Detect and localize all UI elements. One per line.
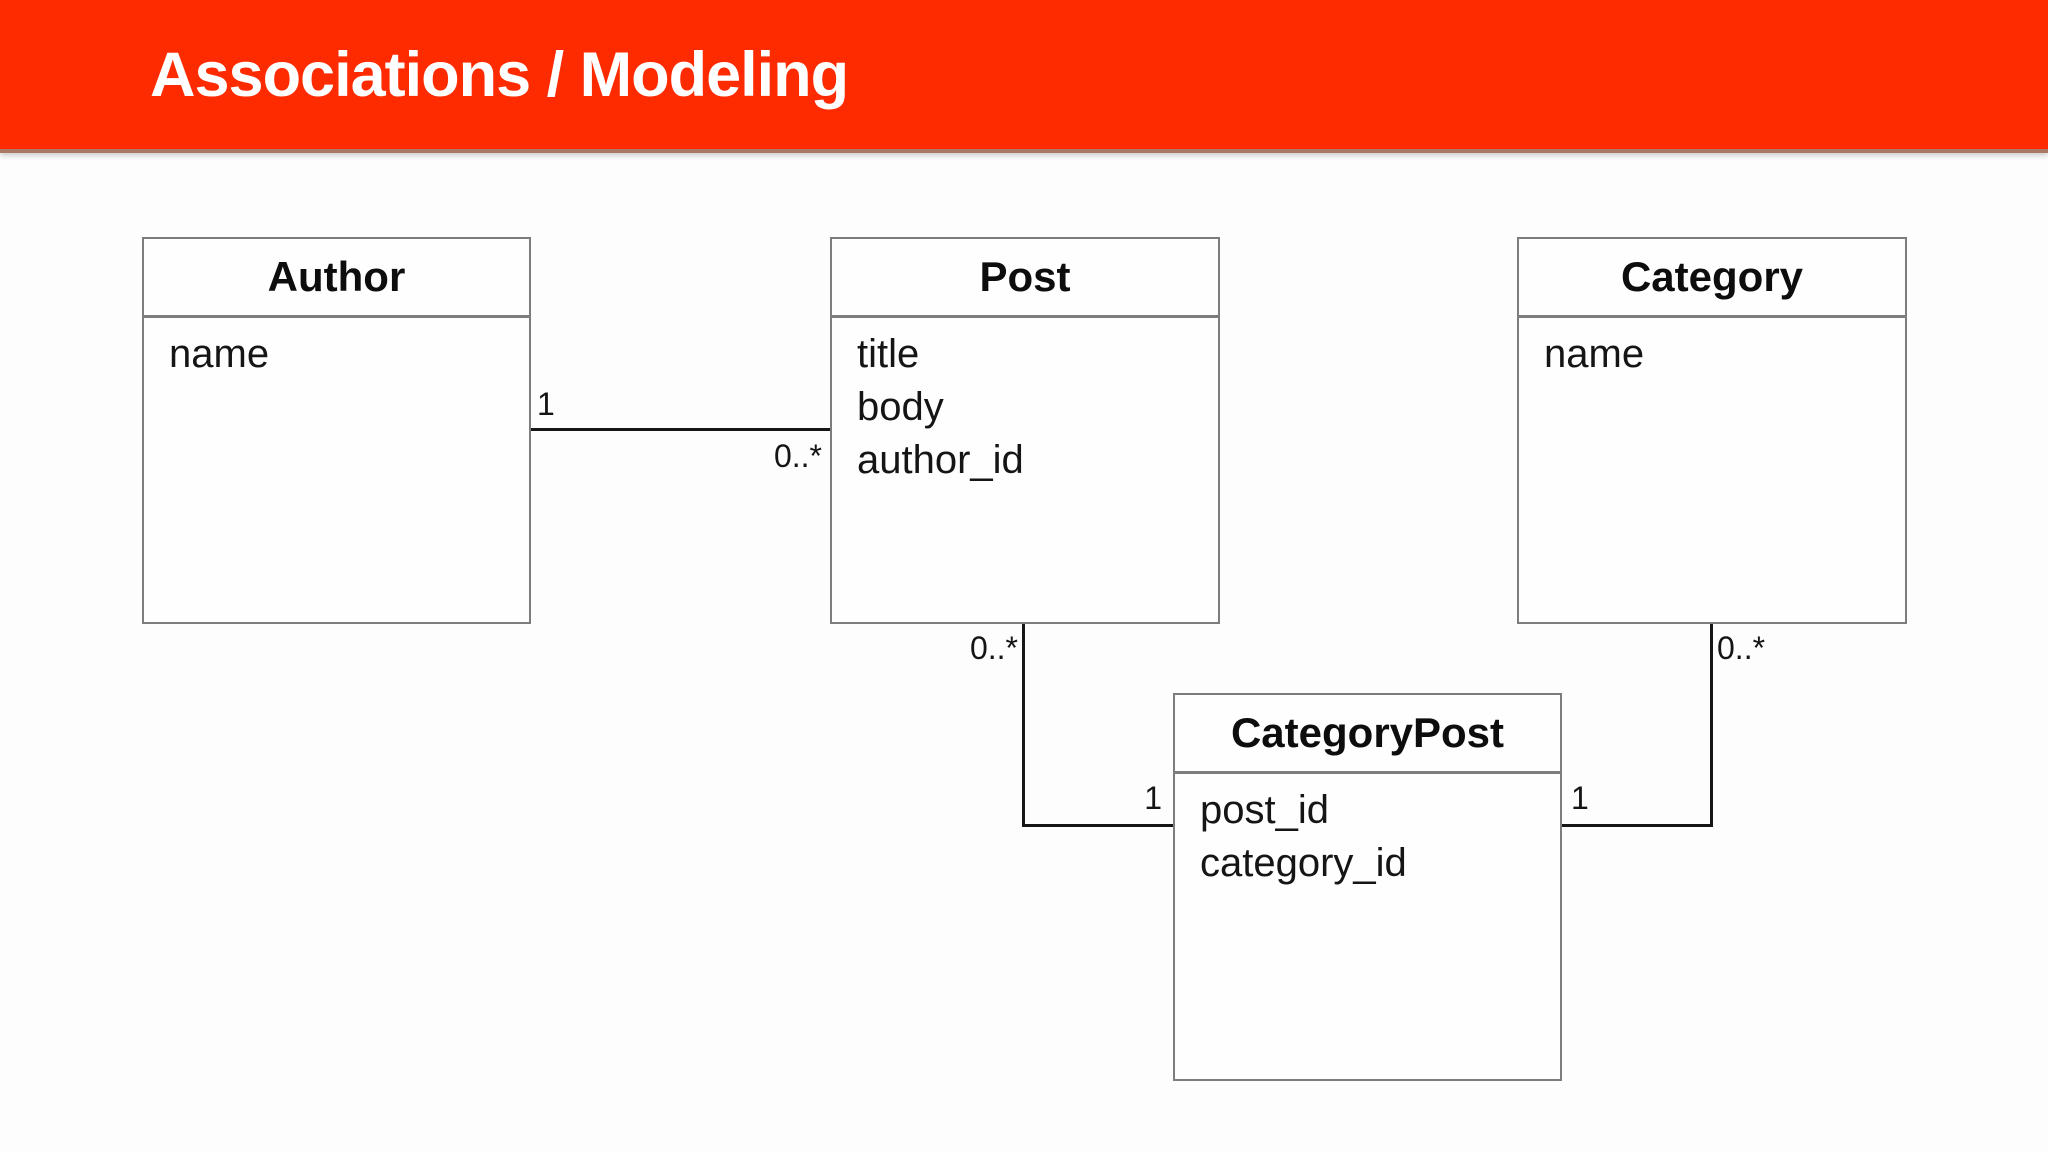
entity-post-title: Post [832, 239, 1218, 318]
association-line-category-categorypost-vertical [1710, 624, 1713, 827]
entity-author: Author name [142, 237, 531, 624]
multiplicity-categorypost-right-one: 1 [1571, 780, 1589, 816]
entity-categorypost-title: CategoryPost [1175, 695, 1560, 774]
association-line-author-post [531, 428, 830, 431]
attribute-body: body [857, 385, 944, 429]
entity-categorypost-attributes: post_id category_id [1175, 774, 1560, 890]
multiplicity-post-many: 0..* [773, 438, 822, 474]
slide-header: Associations / Modeling [0, 0, 2048, 153]
attribute-name: name [169, 332, 270, 376]
attribute-title: title [857, 332, 920, 376]
multiplicity-category-bottom-many: 0..* [1717, 630, 1766, 666]
attribute-post-id: post_id [1200, 788, 1329, 832]
entity-category-title: Category [1519, 239, 1905, 318]
association-line-post-categorypost-vertical [1022, 624, 1025, 827]
entity-post-attributes: title body author_id [832, 318, 1218, 487]
entity-categorypost: CategoryPost post_id category_id [1173, 693, 1562, 1081]
entity-category: Category name [1517, 237, 1907, 624]
attribute-author-id: author_id [857, 438, 1024, 482]
entity-post: Post title body author_id [830, 237, 1220, 624]
association-line-post-categorypost-horizontal [1022, 824, 1173, 827]
multiplicity-post-bottom-many: 0..* [969, 630, 1018, 666]
multiplicity-author-one: 1 [537, 386, 555, 422]
multiplicity-categorypost-left-one: 1 [1144, 780, 1162, 816]
entity-author-title: Author [144, 239, 529, 318]
entity-category-attributes: name [1519, 318, 1905, 381]
association-line-category-categorypost-horizontal [1562, 824, 1713, 827]
attribute-category-id: category_id [1200, 841, 1407, 885]
entity-author-attributes: name [144, 318, 529, 381]
page-title: Associations / Modeling [150, 39, 849, 110]
attribute-name: name [1544, 332, 1645, 376]
